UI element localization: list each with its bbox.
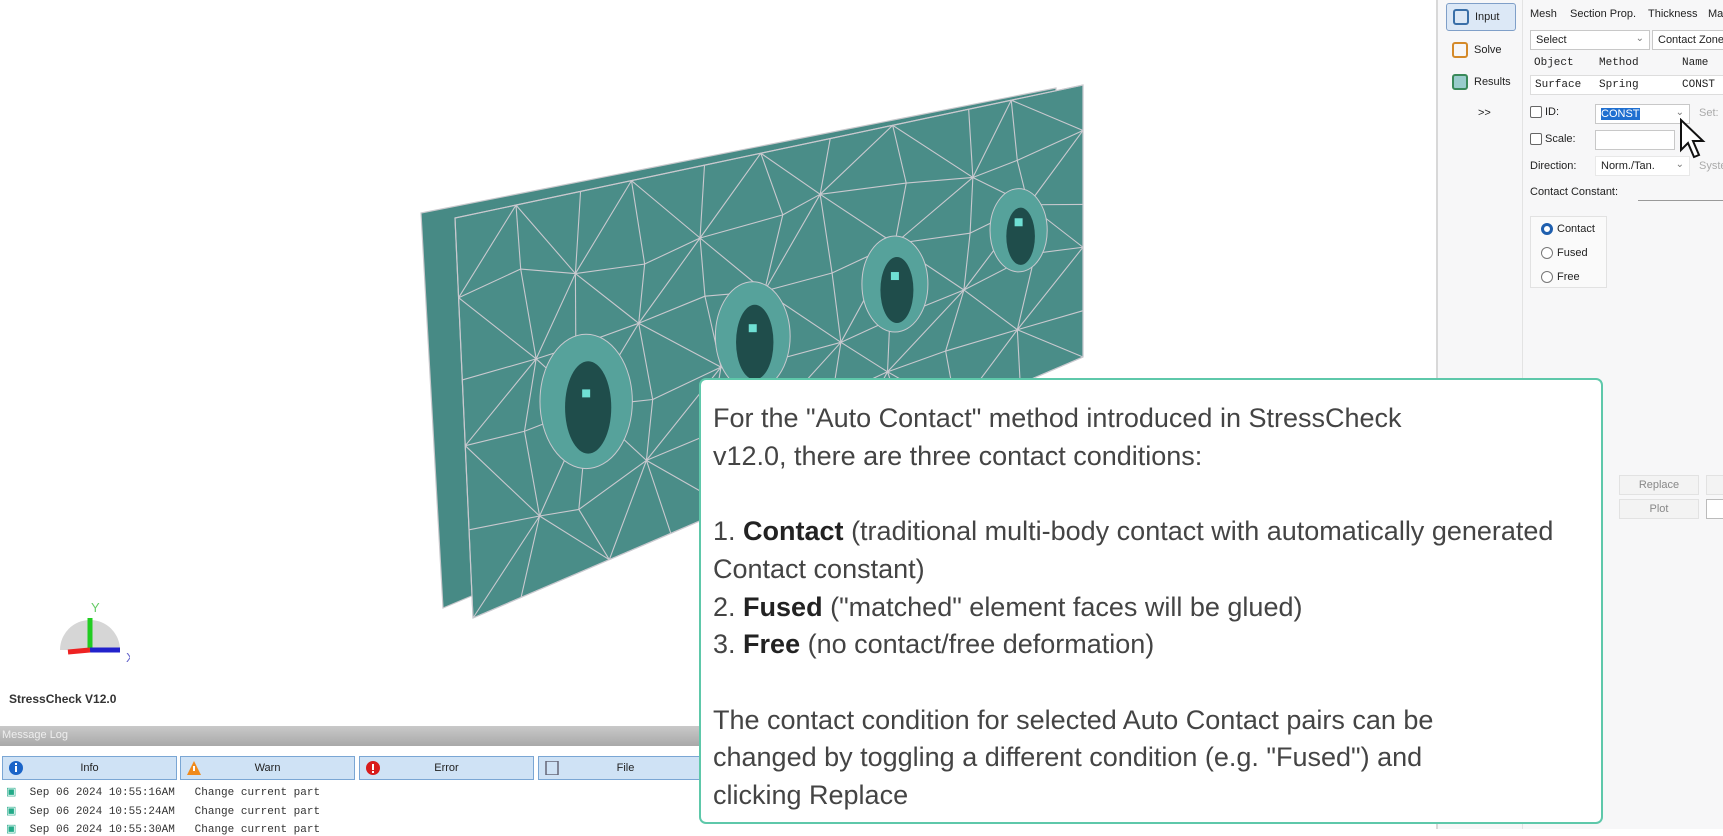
column-header-object: Object — [1534, 57, 1574, 69]
x-axis-label: X — [126, 650, 130, 665]
direction-dropdown[interactable]: Norm./Tan.⌄ — [1595, 156, 1690, 176]
type-dropdown[interactable]: Contact Zone — [1652, 30, 1723, 50]
checkbox-icon — [1530, 106, 1542, 118]
radio-free[interactable]: Free — [1541, 271, 1580, 283]
results-icon — [1452, 74, 1468, 90]
cell-name: CONST — [1682, 79, 1715, 91]
file-filter-button[interactable]: File — [538, 756, 713, 780]
tab-section-prop[interactable]: Section Prop. — [1570, 8, 1636, 20]
radio-fused[interactable]: Fused — [1541, 247, 1588, 259]
callout-item-contact: 1. Contact (traditional multi-body conta… — [713, 513, 1589, 588]
sidebar-item-label: Results — [1474, 76, 1511, 88]
id-checkbox[interactable]: ID: — [1530, 106, 1559, 118]
chevron-down-icon: ⌄ — [1676, 107, 1684, 118]
hole — [1006, 208, 1035, 265]
version-label: StressCheck V12.0 — [9, 692, 116, 706]
sidebar-item-label: Input — [1475, 11, 1499, 23]
direction-value: Norm./Tan. — [1601, 160, 1655, 172]
log-message: Change current part — [195, 787, 320, 799]
log-icon: ▣ — [6, 824, 16, 836]
radio-label: Free — [1557, 271, 1580, 283]
warning-icon — [187, 761, 201, 775]
direction-label: Direction: — [1530, 160, 1576, 172]
log-entry: ▣ Sep 06 2024 10:55:24AM Change current … — [6, 804, 320, 818]
sidebar-item-input[interactable]: Input — [1446, 3, 1516, 31]
radio-label: Contact — [1557, 223, 1595, 235]
tutorial-callout: For the "Auto Contact" method introduced… — [699, 378, 1603, 824]
condition-group: Contact Fused Free — [1530, 216, 1607, 288]
extra-button[interactable] — [1706, 499, 1723, 519]
radio-icon — [1541, 247, 1553, 259]
plot-button[interactable]: Plot — [1619, 499, 1699, 519]
radio-contact[interactable]: Contact — [1541, 223, 1595, 235]
tab-thickness[interactable]: Thickness — [1648, 8, 1698, 20]
axis-triad-icon: Y X — [30, 598, 130, 678]
info-filter-button[interactable]: Info — [2, 756, 177, 780]
error-icon — [366, 761, 380, 775]
warn-filter-button[interactable]: Warn — [180, 756, 355, 780]
log-entry: ▣ Sep 06 2024 10:55:16AM Change current … — [6, 785, 320, 799]
scale-checkbox[interactable]: Scale: — [1530, 133, 1576, 145]
mouse-cursor-icon — [1678, 118, 1708, 162]
error-filter-button[interactable]: Error — [359, 756, 534, 780]
log-icon: ▣ — [6, 806, 16, 818]
id-value: CONST — [1601, 108, 1640, 120]
filter-label: Error — [434, 762, 458, 774]
id-label: ID: — [1545, 106, 1559, 118]
table-row[interactable]: Surface Spring CONST — [1530, 75, 1723, 95]
log-icon: ▣ — [6, 787, 16, 799]
log-time: Sep 06 2024 10:55:30AM — [30, 824, 175, 836]
node-marker — [1015, 218, 1023, 226]
hole — [565, 361, 611, 453]
scale-input[interactable] — [1595, 130, 1675, 150]
chevron-down-icon: ⌄ — [1636, 33, 1644, 44]
log-entry: ▣ Sep 06 2024 10:55:30AM Change current … — [6, 822, 320, 836]
tab-mesh[interactable]: Mesh — [1530, 8, 1557, 20]
radio-icon — [1541, 223, 1553, 235]
column-header-name: Name — [1682, 57, 1708, 69]
scale-label: Scale: — [1545, 133, 1576, 145]
hole — [880, 257, 913, 323]
sidebar-item-solve[interactable]: Solve — [1446, 36, 1516, 64]
type-value: Contact Zone — [1658, 34, 1723, 46]
callout-item-fused: 2. Fused ("matched" element faces will b… — [713, 589, 1589, 627]
expand-button[interactable]: >> — [1478, 107, 1491, 119]
filter-label: Info — [80, 762, 98, 774]
select-dropdown[interactable]: Select ⌄ — [1530, 30, 1650, 50]
tab-material[interactable]: Ma — [1708, 8, 1723, 20]
extra-button[interactable] — [1706, 475, 1723, 495]
filter-label: Warn — [255, 762, 281, 774]
log-time: Sep 06 2024 10:55:24AM — [30, 806, 175, 818]
radio-icon — [1541, 271, 1553, 283]
log-message: Change current part — [195, 806, 320, 818]
cell-object: Surface — [1535, 79, 1581, 91]
solve-icon — [1452, 42, 1468, 58]
contact-constant-label: Contact Constant: — [1530, 186, 1618, 198]
node-marker — [582, 389, 590, 397]
checkbox-icon — [1530, 133, 1542, 145]
contact-constant-input[interactable] — [1638, 200, 1723, 201]
callout-item-free: 3. Free (no contact/free deformation) — [713, 626, 1589, 664]
node-marker — [749, 324, 757, 332]
replace-button[interactable]: Replace — [1619, 475, 1699, 495]
info-icon — [9, 761, 23, 775]
log-message: Change current part — [195, 824, 320, 836]
callout-outro: The contact condition for selected Auto … — [713, 702, 1503, 815]
sidebar-item-label: Solve — [1474, 44, 1502, 56]
select-value: Select — [1536, 34, 1567, 46]
sidebar-item-results[interactable]: Results — [1446, 68, 1516, 96]
input-icon — [1453, 9, 1469, 25]
filter-label: File — [617, 762, 635, 774]
radio-label: Fused — [1557, 247, 1588, 259]
id-dropdown[interactable]: CONST ⌄ — [1595, 104, 1690, 124]
cell-method: Spring — [1599, 79, 1639, 91]
callout-intro: For the "Auto Contact" method introduced… — [713, 400, 1473, 475]
hole — [736, 305, 773, 380]
file-icon — [545, 761, 559, 775]
log-time: Sep 06 2024 10:55:16AM — [30, 787, 175, 799]
node-marker — [891, 272, 899, 280]
y-axis-label: Y — [91, 600, 100, 615]
column-header-method: Method — [1599, 57, 1639, 69]
